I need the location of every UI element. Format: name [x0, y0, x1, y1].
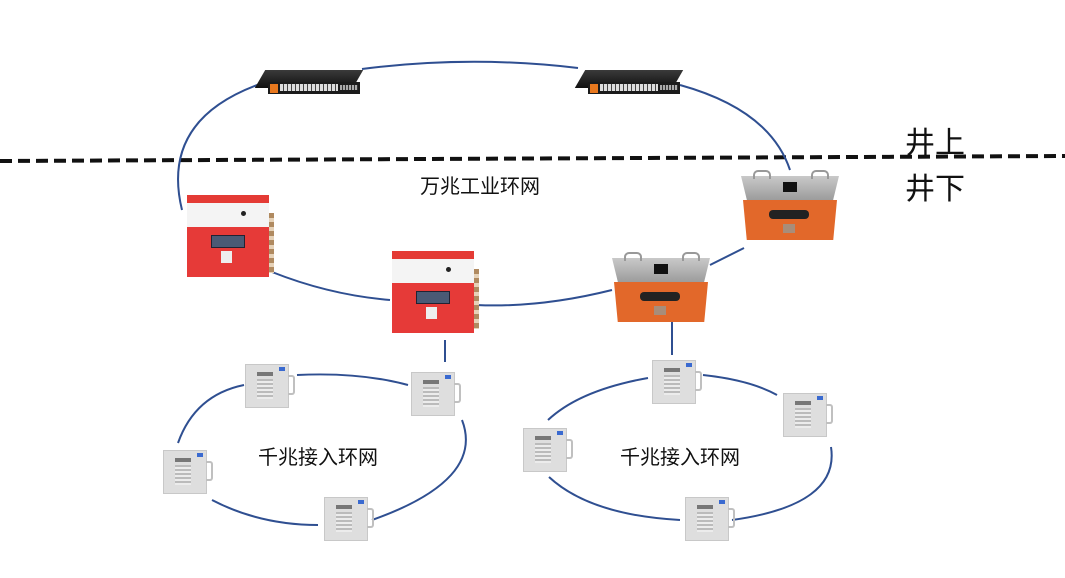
access-switch-box-gray-icon — [650, 357, 702, 407]
access-ring-left-title: 千兆接入环网 — [258, 445, 378, 469]
access-switch-box-gray-icon — [521, 425, 573, 475]
access-ring-right-title: 千兆接入环网 — [620, 445, 740, 469]
access-switch-box-gray-icon — [322, 494, 374, 544]
zone-label-underground: 井下 — [905, 172, 965, 207]
access-switch-box-gray-icon — [683, 494, 735, 544]
access-switch-box-gray-icon — [409, 369, 461, 419]
ground-boundary-line — [0, 154, 1065, 163]
zone-label-above-ground: 井上 — [905, 126, 965, 161]
backbone-ring — [177, 60, 791, 362]
mining-switch-box-red-icon — [392, 251, 479, 335]
access-switch-box-gray-icon — [243, 361, 295, 411]
mining-switch-box-red-icon — [187, 195, 274, 279]
access-ring-right — [547, 374, 833, 521]
rack-switch-icon — [574, 66, 684, 98]
mining-switch-box-orange-icon — [612, 252, 710, 324]
mining-switch-box-orange-icon — [741, 170, 839, 242]
backbone-ring-title: 万兆工业环网 — [420, 174, 540, 198]
access-switch-box-gray-icon — [781, 390, 833, 440]
rack-switch-icon — [254, 66, 364, 98]
access-switch-box-gray-icon — [161, 447, 213, 497]
access-ring-left — [177, 373, 467, 526]
